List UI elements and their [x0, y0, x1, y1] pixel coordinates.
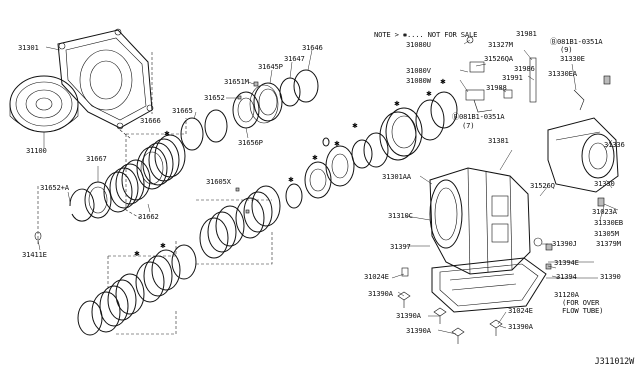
label-31100[interactable]: 31100	[26, 146, 47, 155]
part-31652	[237, 95, 242, 100]
label-31646[interactable]: 31646	[302, 43, 323, 52]
label-081b1-mid-qty: (7)	[462, 121, 475, 130]
label-31301[interactable]: 31301	[18, 43, 39, 52]
label-31330[interactable]: 31330	[594, 179, 615, 188]
label-31991[interactable]: 31991	[502, 73, 523, 82]
label-31605x[interactable]: 31605X	[206, 177, 231, 186]
label-31120a-note1: (FOR OVER	[562, 298, 600, 307]
oil-pan-31390	[431, 257, 547, 313]
label-31666[interactable]: 31666	[140, 116, 161, 125]
label-31397[interactable]: 31397	[390, 242, 411, 251]
ring-center-1	[285, 183, 303, 209]
label-31667[interactable]: 31667	[86, 154, 107, 163]
label-31301aa[interactable]: 31301AA	[382, 172, 411, 181]
label-31390j[interactable]: 31390J	[552, 239, 577, 248]
label-31336[interactable]: 31336	[604, 140, 625, 149]
label-31330e[interactable]: 31330E	[560, 54, 585, 63]
small-ring-1	[322, 137, 330, 147]
label-31652a[interactable]: 31652+A	[40, 183, 69, 192]
svg-text:✱: ✱	[312, 154, 318, 162]
label-31652[interactable]: 31652	[204, 93, 225, 102]
svg-text:✱: ✱	[334, 140, 340, 148]
label-31080w[interactable]: 31080W	[406, 76, 431, 85]
note-text: .... NOT FOR SALE	[407, 30, 478, 39]
label-31330eb[interactable]: 31330EB	[594, 218, 623, 227]
label-31120a[interactable]: 31120A	[554, 290, 579, 299]
drum-31645p	[249, 82, 283, 124]
svg-text:✱: ✱	[394, 100, 400, 108]
svg-text:✱: ✱	[440, 78, 446, 86]
part-31651m	[253, 81, 259, 87]
label-31656p[interactable]: 31656P	[238, 138, 263, 147]
label-081b1-top-qty: (9)	[560, 45, 573, 54]
label-31645p[interactable]: 31645P	[258, 62, 283, 71]
label-31986[interactable]: 31986	[514, 64, 535, 73]
clutch-pack-31662	[103, 159, 151, 213]
snap-ring-31652a	[69, 188, 95, 222]
label-31330ea[interactable]: 31330EA	[548, 69, 577, 78]
label-31080u[interactable]: 31080U	[406, 40, 431, 49]
label-31381[interactable]: 31381	[488, 136, 509, 145]
label-31981[interactable]: 31981	[516, 29, 537, 38]
svg-text:✱: ✱	[426, 90, 432, 98]
label-31390a-d[interactable]: 31390A	[406, 326, 431, 335]
torque-converter-31100	[9, 75, 79, 133]
label-31023a[interactable]: 31023A	[592, 207, 617, 216]
clutch-pack-31605x	[199, 185, 281, 259]
label-31024e-a[interactable]: 31024E	[364, 272, 389, 281]
diagram-reference-code: J311012W	[594, 357, 635, 367]
planetary-gear-set	[304, 145, 355, 199]
label-31647[interactable]: 31647	[284, 54, 305, 63]
label-31120a-note2: FLOW TUBE)	[562, 306, 604, 315]
ring-31665b	[180, 117, 204, 151]
svg-text:✱: ✱	[164, 130, 170, 138]
ring-31665	[204, 109, 228, 143]
label-31988[interactable]: 31988	[486, 83, 507, 92]
svg-text:✱: ✱	[160, 242, 166, 250]
label-31305m[interactable]: 31305M	[594, 229, 619, 238]
label-31394e[interactable]: 31394E	[554, 258, 579, 267]
ring-upper-1	[415, 99, 445, 141]
label-31651m[interactable]: 31651M	[224, 77, 249, 86]
ring-center-2	[351, 139, 373, 169]
clutch-pack-lower-left	[77, 273, 145, 336]
not-for-sale-icon: ✱	[402, 30, 408, 39]
nfs-mark: ✱	[288, 176, 294, 184]
label-081b1-top[interactable]: Ⓑ081B1-0351A	[550, 37, 603, 46]
label-31526qa[interactable]: 31526QA	[484, 54, 513, 63]
label-31080v[interactable]: 31080V	[406, 66, 431, 75]
converter-housing-31301	[57, 28, 154, 130]
label-31390[interactable]: 31390	[600, 272, 621, 281]
ring-upper-2	[430, 91, 458, 129]
gear-drum-upper	[379, 107, 423, 161]
label-31411e[interactable]: 31411E	[22, 250, 47, 259]
label-31327m[interactable]: 31327M	[488, 40, 513, 49]
extension-housing-31330	[547, 117, 619, 193]
note-prefix: NOTE >	[374, 30, 399, 39]
valve-parts-upper	[465, 36, 611, 270]
svg-text:✱: ✱	[352, 122, 358, 130]
label-31310c[interactable]: 31310C	[388, 211, 413, 220]
ring-center-3	[363, 132, 389, 168]
label-31390a-c[interactable]: 31390A	[508, 322, 533, 331]
label-31394[interactable]: 31394	[556, 272, 577, 281]
label-31379m[interactable]: 31379M	[596, 239, 621, 248]
label-081b1-mid[interactable]: Ⓑ081B1-0351A	[452, 112, 505, 121]
clutch-pack-31666	[136, 134, 186, 190]
label-31024e-b[interactable]: 31024E	[508, 306, 533, 315]
label-31665[interactable]: 31665	[172, 106, 193, 115]
snap-ring-31647	[279, 77, 301, 107]
label-31526q[interactable]: 31526Q	[530, 181, 555, 190]
snap-ring-31646	[293, 69, 319, 103]
svg-text:✱: ✱	[134, 250, 140, 258]
label-31662[interactable]: 31662	[138, 212, 159, 221]
transmission-case-31310c	[429, 167, 531, 275]
pan-bolts	[397, 267, 503, 344]
leader-lines	[391, 39, 619, 335]
clutch-pack-lower-mid	[135, 244, 197, 303]
note-header: NOTE > ✱.... NOT FOR SALE	[374, 30, 477, 39]
label-31390a-a[interactable]: 31390A	[368, 289, 393, 298]
label-31390a-b[interactable]: 31390A	[396, 311, 421, 320]
